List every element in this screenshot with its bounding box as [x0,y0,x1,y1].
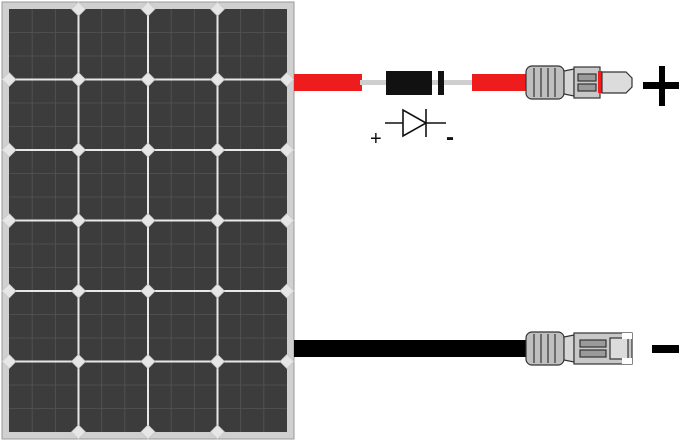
panel-junction [209,424,226,440]
panel-junction [209,283,226,299]
panel-junction [1,142,17,158]
diode-component [386,71,444,95]
panel-junction [70,353,87,370]
positive-wire-segment-2 [472,74,532,91]
panel-junction [70,212,87,229]
diode-anode-label: + [370,128,382,150]
solar-panel [1,1,295,440]
panel-junction [279,353,295,370]
negative-mc4-connector [525,331,633,366]
positive-mc4-connector [525,65,633,100]
panel-junction [140,424,156,440]
positive-wire-segment [294,74,362,91]
panel-junction [70,71,87,88]
panel-junction [1,212,17,229]
panel-junction [70,1,87,17]
panel-junction [140,1,156,17]
diode-band [438,71,444,95]
positive-terminal-symbol [643,66,679,106]
panel-junction [1,353,17,370]
negative-terminal-symbol [652,345,679,353]
panel-junction [279,212,295,229]
diode-body [386,71,432,95]
panel-junction [1,283,17,299]
panel-junction [209,142,226,158]
panel-junction [140,353,156,370]
panel-junction [140,142,156,158]
diode-symbol [385,108,446,138]
panel-junction [70,283,87,299]
panel-junction [209,353,226,370]
panel-junctions [1,1,295,440]
positive-lead: + - [294,65,679,151]
panel-junction [209,1,226,17]
panel-junction [140,212,156,229]
panel-junction [1,71,17,88]
panel-junction [140,71,156,88]
negative-lead [294,331,679,366]
panel-junction [70,142,87,158]
panel-junction [140,283,156,299]
positive-wire-gap-2 [444,80,472,85]
panel-junction [279,142,295,158]
positive-wire-gap [360,80,390,85]
diode-cathode-label: - [446,124,454,151]
panel-junction [279,71,295,88]
panel-junction [209,212,226,229]
negative-wire [294,340,528,357]
panel-junction [209,71,226,88]
panel-junction [70,424,87,440]
diode-gap-lead [432,80,438,85]
panel-junction [279,283,295,299]
